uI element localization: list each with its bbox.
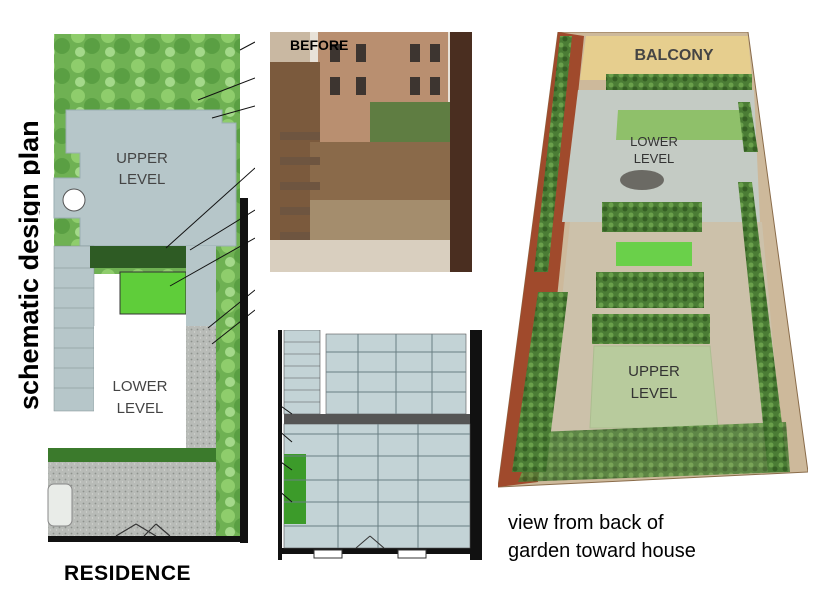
right-planting-strip (216, 246, 240, 536)
windows (330, 44, 440, 95)
render-hedge-left (534, 36, 572, 272)
lower-hedge (48, 448, 216, 462)
door-opening (115, 523, 171, 537)
render-upper-label-1: UPPER (628, 363, 680, 380)
photo-stairs (280, 132, 320, 240)
detail-leader-lines (278, 403, 293, 503)
rendering-caption-2: garden toward house (508, 540, 696, 562)
lower-level-label-1: LOWER (112, 378, 167, 395)
upper-level-label-2: LEVEL (119, 171, 166, 188)
render-balcony-label: BALCONY (634, 47, 713, 64)
render-balcony (580, 36, 752, 80)
timber-wall (310, 142, 450, 202)
hedge-band (90, 246, 186, 268)
vertical-title-container: schematic design plan (14, 120, 40, 410)
render-front-planting (518, 422, 790, 482)
lower-level-label-2: LEVEL (117, 400, 164, 417)
stair-strip (53, 245, 95, 412)
render-boulder (620, 170, 664, 190)
render-lower-label-1: LOWER (630, 134, 678, 149)
stone-wall (310, 200, 450, 240)
stair-treads (54, 267, 94, 389)
lawn-square (119, 271, 187, 315)
detail-bottom-wall (278, 548, 482, 554)
garden-rendering: BALCONY LOWER LEVEL UPPER LEVEL (498, 32, 808, 488)
lower-level-gravel (48, 326, 216, 536)
ground (270, 240, 450, 272)
detail-door (355, 535, 385, 549)
detail-right-wall (470, 330, 482, 560)
detail-dark-band (284, 414, 470, 424)
lower-level-white (94, 326, 186, 436)
door-frame (450, 32, 472, 272)
rendering-caption-1: view from back of (508, 512, 664, 534)
residence-label: RESIDENCE (64, 562, 192, 585)
detail-paver-joints (284, 334, 470, 548)
render-hedge-right (738, 102, 758, 152)
schematic-plan: UPPER LEVEL LOWER LEVEL (47, 34, 255, 543)
detail-stair-lines (284, 341, 320, 403)
upper-level-paving (53, 109, 237, 247)
mid-paving (186, 246, 216, 326)
detail-planting-strip (284, 454, 306, 524)
render-lawn-small (616, 242, 692, 266)
plan-leader-lines (165, 41, 255, 345)
paving-detail-plan (278, 330, 482, 560)
before-label: BEFORE (290, 37, 348, 53)
render-hedge-3 (592, 314, 710, 344)
detail-paving-bottom (283, 423, 471, 549)
right-wall (240, 198, 248, 543)
render-lawn-top (616, 110, 752, 140)
vertical-title: schematic design plan (14, 120, 40, 410)
render-hedge-left-lower (512, 292, 568, 472)
render-lower-label-2: LEVEL (634, 151, 674, 166)
render-hedge-2 (596, 272, 704, 308)
render-hedge-1 (602, 202, 702, 232)
bottom-wall (48, 536, 248, 542)
before-photo: BEFORE (270, 32, 472, 272)
bench (47, 483, 73, 527)
render-upper-label-2: LEVEL (631, 385, 678, 402)
upper-level-label-1: UPPER (116, 150, 168, 167)
detail-left-wall (278, 330, 282, 560)
render-hedge-right-lower (738, 182, 788, 472)
detail-step-left (313, 549, 343, 559)
tree-circle (62, 188, 86, 212)
render-hedge-balcony (606, 74, 752, 90)
detail-step-right (397, 549, 427, 559)
detail-stair-strip (283, 330, 321, 415)
